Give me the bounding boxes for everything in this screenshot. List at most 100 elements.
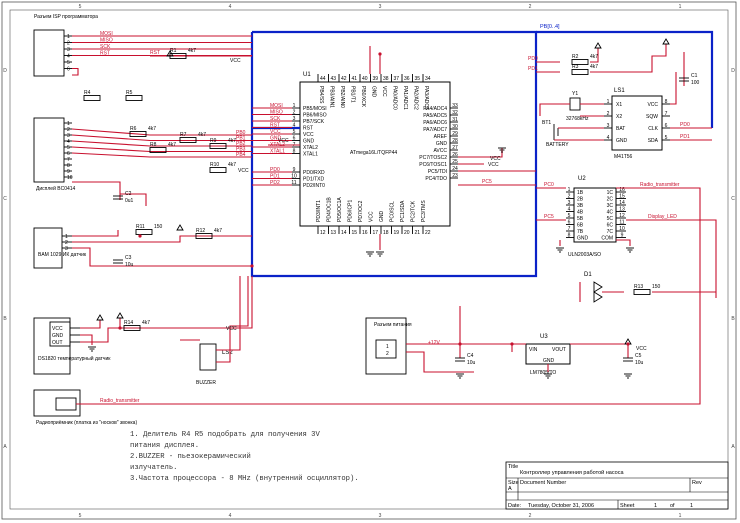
vcc-symbol — [166, 50, 174, 57]
mcu-pin-name: XTAL1 — [303, 152, 318, 158]
resistor-ref: R14 — [124, 320, 133, 326]
vcc-label: VCC — [238, 168, 249, 174]
wire — [72, 181, 121, 200]
junction-dot — [626, 342, 630, 346]
mcu-pin-name: PC0/SCL — [390, 201, 396, 222]
zone-top-marker: 4 — [229, 4, 232, 10]
sheet-inner-border — [9, 9, 729, 510]
wire — [80, 320, 101, 329]
crystal-y1 — [569, 97, 581, 111]
driver-pin-number: 10 — [619, 226, 625, 232]
rtc-left-pin: X1 — [616, 102, 622, 108]
crystal-value: 32768kHz — [566, 116, 589, 122]
note-4: излучатель. — [130, 464, 177, 472]
vcc-symbol — [176, 224, 184, 231]
mcu-net-label: XTAL1 — [270, 149, 285, 155]
ir-pin-number: 1 — [65, 234, 68, 240]
driver-right-pin: 6C — [607, 223, 614, 229]
driver-pin-number: 14 — [619, 200, 625, 206]
rtc-pin-number: 7 — [665, 111, 668, 117]
tb-sheet-total: 1 — [690, 503, 693, 509]
resistor-ref: R2 — [572, 54, 579, 60]
mcu-pin-name: PC4/TDO — [425, 176, 447, 182]
mcu-pin-name: AVCC — [433, 148, 447, 154]
mcu-pin-number: 40 — [362, 76, 368, 82]
pc5-net-label: PC5 — [544, 214, 554, 220]
mcu-pin-name: PB5/MOSI — [303, 106, 327, 112]
mcu-pin-number: 5 — [293, 129, 296, 135]
display-led-net-label: Display_LED — [648, 214, 677, 220]
resistor-r12 — [195, 233, 213, 239]
driver-part: ULN2003A/SO — [568, 252, 601, 258]
mcu-pin-name: XTAL2 — [303, 145, 318, 151]
wire — [626, 219, 717, 298]
driver-left-pin: 3B — [577, 203, 584, 209]
rtc-left-pin: GND — [616, 138, 628, 144]
tb-size-label: Size — [508, 480, 519, 486]
mcu-pin-name: GND — [379, 211, 385, 223]
rtc-pin-number: 5 — [665, 135, 668, 141]
ir-sensor: 123 BAM 1029 ИК датчик — [33, 227, 87, 269]
mcu-pin-name: PC2/TCK — [411, 200, 417, 222]
pc5-net-label: PC5 — [482, 179, 492, 185]
junction-dot — [378, 52, 382, 56]
zone-top-marker: 1 — [679, 4, 682, 10]
mcu-pin-number: 25 — [452, 159, 458, 165]
power-pin-1: 1 — [386, 344, 389, 350]
battery-ref: BT1 — [542, 120, 551, 126]
mcu-pin-number: 22 — [425, 230, 431, 236]
radio-title: Радиоприёмник (платка из "носков" звонка… — [36, 420, 137, 426]
display-pin-number: 7 — [67, 157, 70, 163]
zone-bottom-marker: 2 — [529, 513, 532, 519]
mcu-pin-name: GND — [436, 141, 448, 147]
display-pin-number: 4 — [67, 139, 70, 145]
rtc-left-pin: BAT — [616, 126, 625, 132]
mcu-pin-name: PB1/T1 — [350, 86, 356, 103]
display-pin-number: 6 — [67, 151, 70, 157]
tb-title-label: Title — [508, 464, 518, 470]
rtc-part: M41T56 — [614, 154, 633, 160]
buzzer-ref: LS2 — [222, 350, 233, 356]
capacitor-ref: C3 — [125, 255, 132, 261]
mcu-pin-number: 30 — [452, 124, 458, 130]
display-signal-label: PB3 — [236, 147, 246, 153]
d1-ref: D1 — [584, 272, 592, 278]
resistor-ref: R4 — [84, 90, 91, 96]
resistor-value: 150 — [154, 224, 163, 230]
driver-right-pin: 3C — [607, 203, 614, 209]
driver-pin-number: 1 — [568, 187, 571, 193]
mcu-pin-name: PB3/AIN1 — [329, 86, 335, 108]
rtc-pin-number: 4 — [607, 135, 610, 141]
wire — [590, 48, 599, 63]
driver-pin-number: 12 — [619, 213, 625, 219]
driver-ic: U2 ULN2003A/SO 1B12B23B34B45B56B67B7GND8… — [566, 176, 626, 258]
wire — [120, 193, 147, 206]
wire — [71, 140, 252, 147]
isp-pin-number: 1 — [67, 34, 70, 40]
resistor-value: 4k7 — [188, 48, 196, 54]
temp-pin-label: VCC — [52, 326, 63, 332]
wire — [72, 67, 79, 76]
display-title: Дисплей BC0414 — [36, 185, 76, 192]
ir-title: BAM 1029 ИК датчик — [38, 252, 87, 258]
resistor-value: 4k7 — [590, 64, 598, 70]
tb-docnum-label: Document Number — [520, 480, 566, 486]
vcc-label: VCC — [490, 156, 501, 162]
zone-left-marker: B — [3, 316, 7, 322]
mcu-part: ATmega16L/TQFP44 — [350, 150, 397, 156]
mcu-pin-name: PD3/INT1 — [316, 200, 322, 222]
driver-pin-number: 5 — [568, 213, 571, 219]
wire — [72, 230, 119, 237]
resistor-ref: R11 — [136, 224, 145, 230]
display-signal-label: PB0 — [236, 130, 246, 136]
mcu-pin-name: PA6/ADC6 — [423, 120, 447, 126]
mcu-pin-number: 33 — [452, 103, 458, 109]
mcu-pin-name: PC5/TDI — [428, 169, 447, 175]
pd0-net-label: PD0 — [680, 122, 690, 128]
capacitor-ref: C1 — [691, 73, 698, 79]
resistor-r5 — [125, 95, 143, 101]
mcu-pin-number: 2 — [293, 110, 296, 116]
zone-right-marker: C — [731, 196, 735, 202]
